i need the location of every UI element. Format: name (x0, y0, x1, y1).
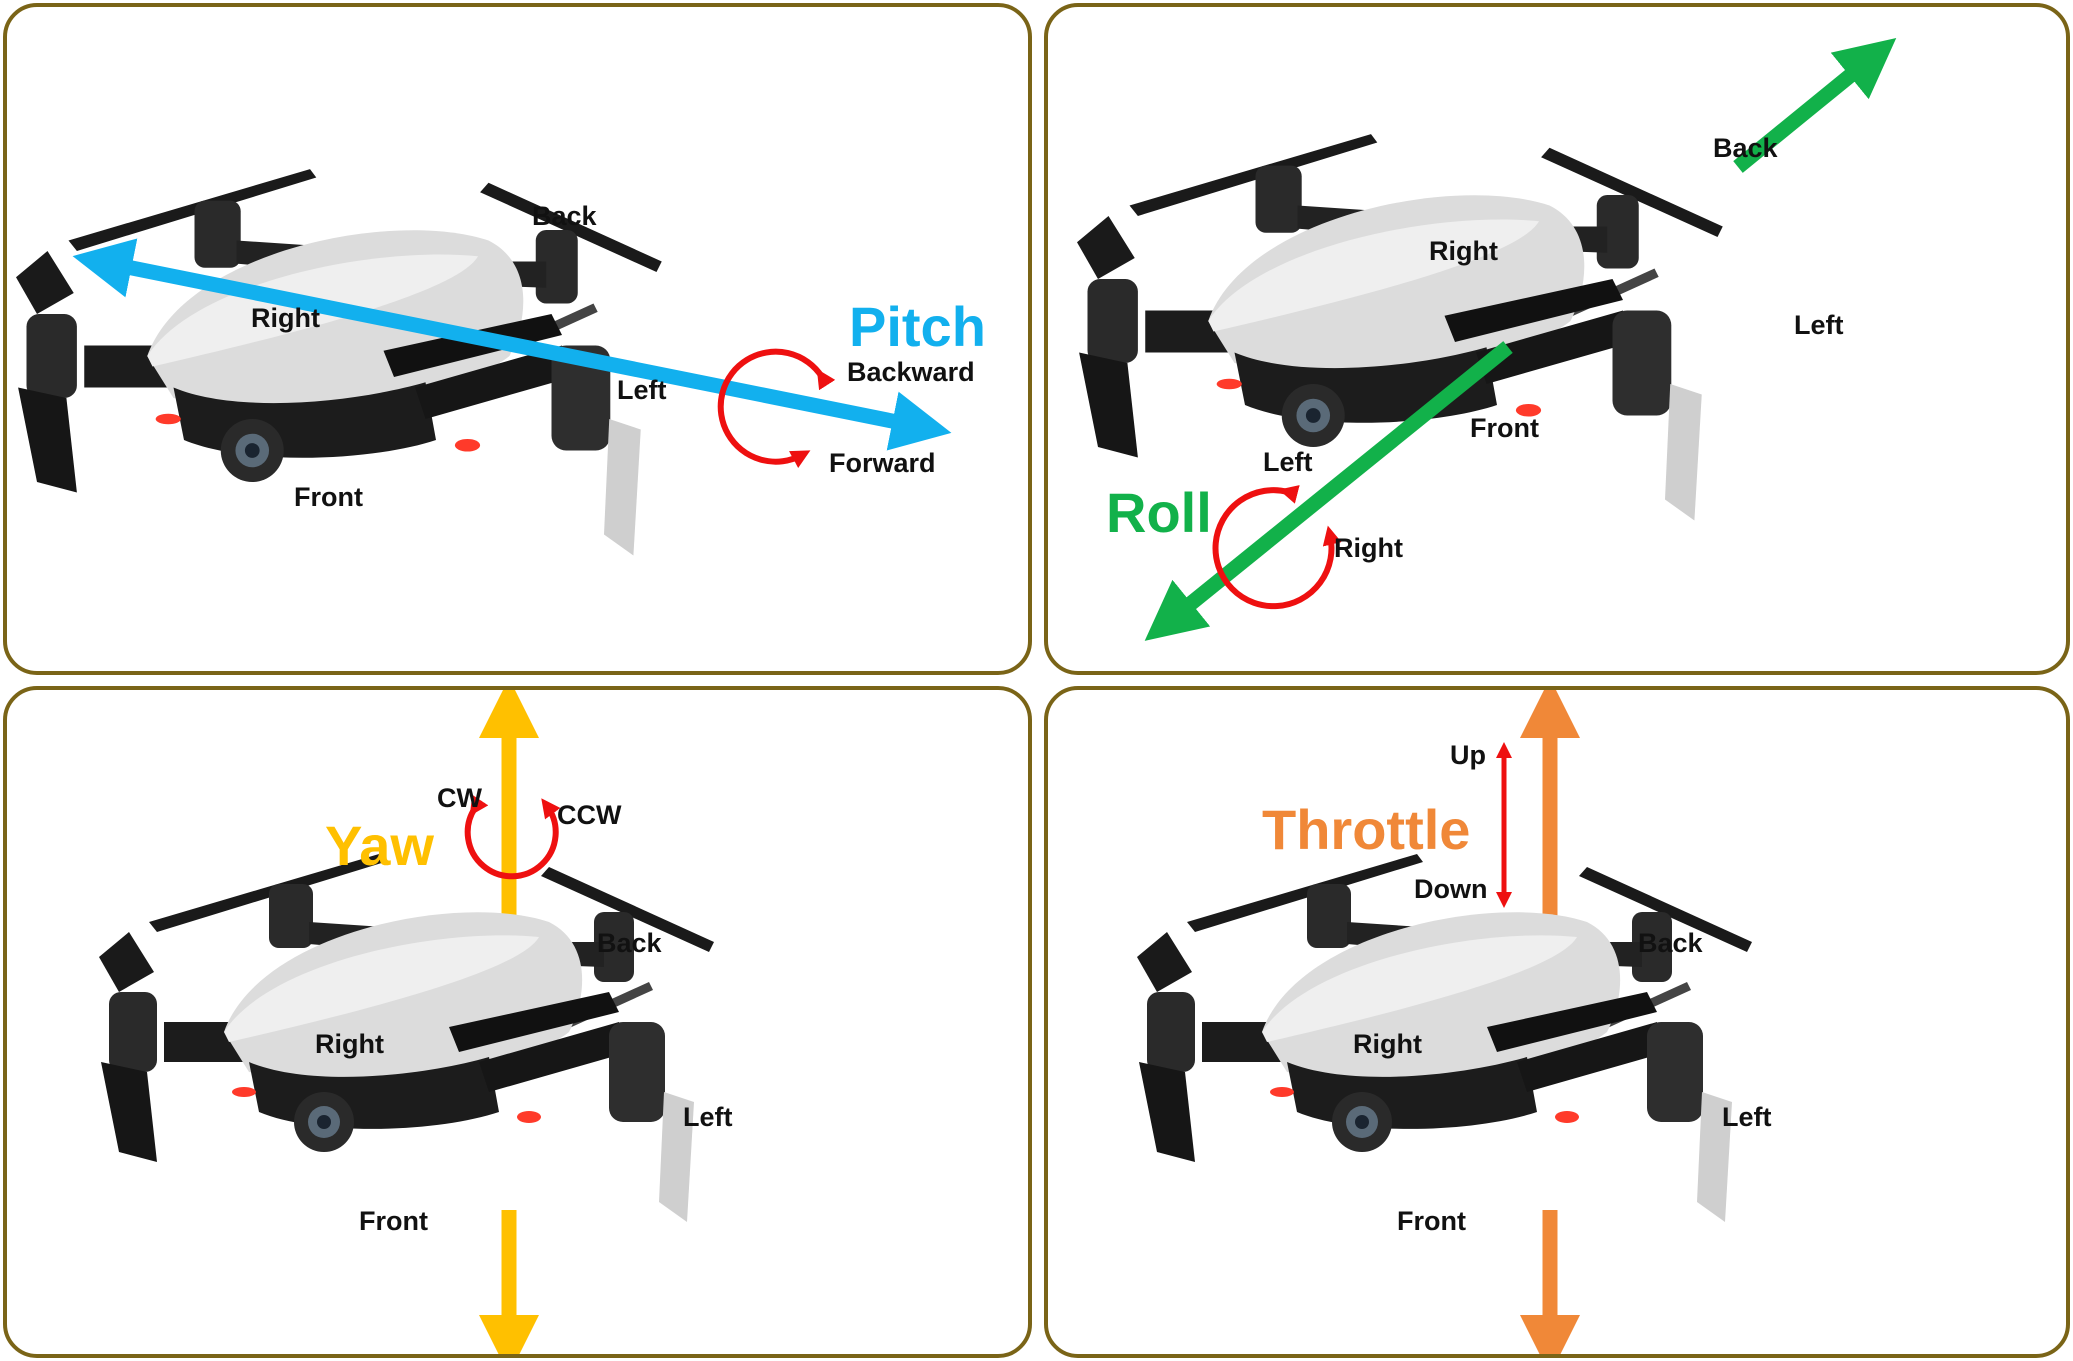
yaw-title: Yaw (325, 814, 434, 877)
pitch-rotation-arrow (717, 348, 836, 469)
label-roll-left: Left (1263, 447, 1313, 477)
label-down: Down (1414, 874, 1488, 904)
roll-axis-arrow-rear (1733, 38, 1897, 173)
label-ccw: CCW (557, 800, 622, 830)
label-back: Back (532, 201, 597, 231)
yaw-rotation-arrow (464, 794, 561, 880)
drone-image (99, 854, 714, 1222)
throttle-title: Throttle (1262, 798, 1471, 861)
label-right: Right (315, 1029, 384, 1059)
label-left: Left (683, 1102, 733, 1132)
pitch-title: Pitch (849, 295, 986, 358)
label-front: Front (1397, 1206, 1466, 1236)
drone-image-roll (1077, 134, 1723, 521)
label-backward: Backward (847, 357, 975, 387)
label-forward: Forward (829, 448, 936, 478)
label-cw: CW (437, 783, 482, 813)
label-right: Right (251, 303, 320, 333)
label-front: Front (359, 1206, 428, 1236)
label-up: Up (1450, 740, 1486, 770)
roll-panel: Roll Back Right Left Front Left Right (1044, 3, 2070, 675)
label-front: Front (294, 482, 363, 512)
label-right: Right (1353, 1029, 1422, 1059)
pitch-panel: Pitch Back Right Left Front Backward For… (3, 3, 1032, 675)
label-left: Left (1794, 310, 1844, 340)
label-right: Right (1429, 236, 1498, 266)
roll-title: Roll (1106, 481, 1212, 544)
label-left: Left (1722, 1102, 1772, 1132)
roll-rotation-arrow (1212, 485, 1342, 610)
yaw-panel: Yaw Back Right Left Front CW CCW (3, 686, 1032, 1358)
label-left: Left (617, 375, 667, 405)
label-back: Back (597, 928, 662, 958)
pitch-axis-arrow (72, 238, 952, 451)
label-back: Back (1638, 928, 1703, 958)
label-roll-right: Right (1334, 533, 1403, 563)
label-front: Front (1470, 413, 1539, 443)
drone-image (1137, 854, 1752, 1222)
throttle-panel: Throttle Back Right Left Front Up Down (1044, 686, 2070, 1358)
label-back: Back (1713, 133, 1778, 163)
